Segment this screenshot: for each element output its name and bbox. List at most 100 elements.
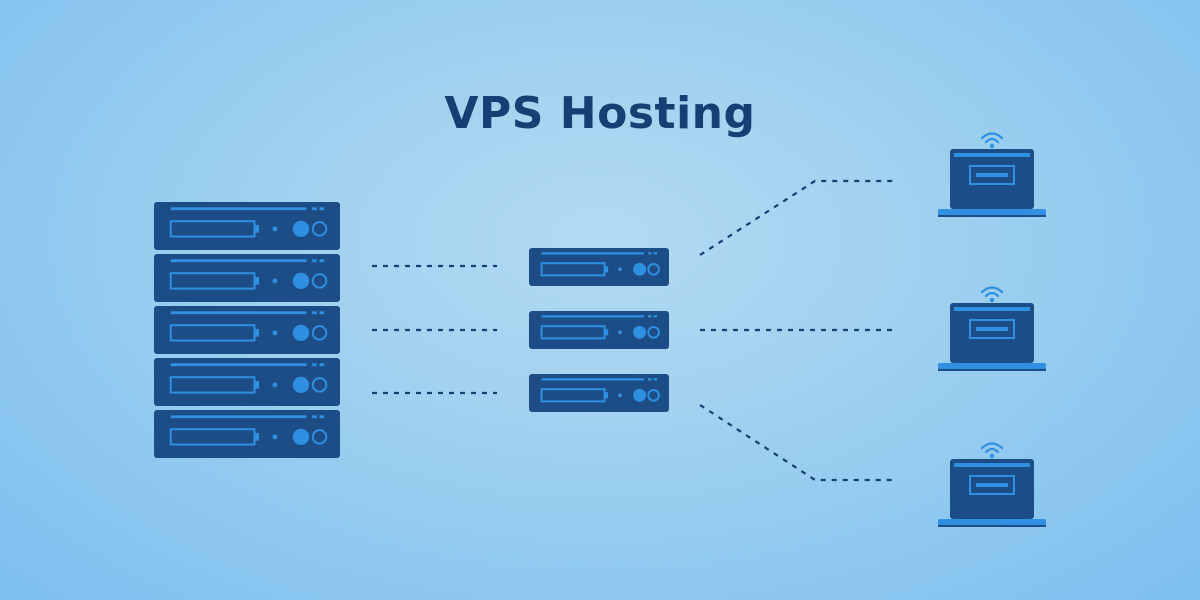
drive-slot-tab xyxy=(254,225,260,233)
diagram-title: VPS Hosting xyxy=(444,88,756,139)
laptop-window-line xyxy=(976,173,1008,177)
server-top-dot xyxy=(319,207,325,211)
server-top-bar xyxy=(541,252,644,255)
wifi-dot xyxy=(989,143,995,149)
rack-server-unit xyxy=(154,306,340,354)
client-laptops xyxy=(938,132,1046,527)
laptop-title-bar xyxy=(954,463,1030,467)
virtual-server xyxy=(529,311,669,349)
wifi-dot xyxy=(989,297,995,303)
rack-server-unit xyxy=(154,202,340,250)
laptop-screen xyxy=(950,459,1034,519)
laptop-icon xyxy=(938,442,1046,527)
server-body xyxy=(529,374,669,412)
connector-line xyxy=(699,179,893,256)
server-top-bar xyxy=(170,207,307,211)
server-top-bar xyxy=(170,363,307,367)
server-body xyxy=(154,410,340,458)
server-top-bar xyxy=(170,259,307,263)
drive-slot-tab xyxy=(604,392,609,399)
server-body xyxy=(529,248,669,286)
wifi-arc xyxy=(980,286,1004,294)
power-light xyxy=(292,220,310,238)
server-top-dot xyxy=(653,378,658,381)
power-button xyxy=(647,325,660,339)
status-light xyxy=(618,393,622,398)
server-top-dot xyxy=(653,252,658,255)
server-top-dot xyxy=(319,415,325,419)
virtual-server xyxy=(529,374,669,412)
power-light xyxy=(292,324,310,342)
laptop-screen xyxy=(950,149,1034,209)
laptop-base-edge xyxy=(938,525,1046,527)
power-button xyxy=(311,273,328,289)
laptop-base-edge xyxy=(938,215,1046,217)
laptop-window xyxy=(969,319,1015,339)
server-top-dot xyxy=(312,363,317,367)
server-body xyxy=(154,306,340,354)
laptop-window xyxy=(969,475,1015,495)
rack-server-unit xyxy=(154,254,340,302)
drive-slot-tab xyxy=(254,329,260,337)
server-body xyxy=(529,311,669,349)
server-top-dot xyxy=(648,252,652,255)
power-button xyxy=(311,429,328,445)
laptop-title-bar xyxy=(954,153,1030,157)
server-top-dot xyxy=(319,363,325,367)
wifi-icon xyxy=(980,286,1004,303)
drive-slot-tab xyxy=(254,433,260,441)
power-button xyxy=(647,388,660,402)
power-button xyxy=(311,377,328,393)
wifi-icon xyxy=(980,132,1004,149)
server-top-dot xyxy=(319,311,325,315)
status-light xyxy=(618,267,622,272)
power-light xyxy=(292,428,310,446)
server-top-dot xyxy=(648,315,652,318)
wifi-arc xyxy=(984,291,1000,298)
power-light xyxy=(633,388,647,402)
laptop-window-line xyxy=(976,327,1008,331)
status-light xyxy=(272,278,278,284)
server-top-bar xyxy=(541,315,644,318)
server-body xyxy=(154,254,340,302)
wifi-icon xyxy=(980,442,1004,459)
status-light xyxy=(272,330,278,336)
wifi-arc xyxy=(980,132,1004,140)
server-top-bar xyxy=(541,378,644,381)
physical-server-rack xyxy=(154,202,340,458)
laptop-screen xyxy=(950,303,1034,363)
power-button xyxy=(311,221,328,237)
server-body xyxy=(154,202,340,250)
connector-line xyxy=(699,404,893,482)
power-light xyxy=(292,272,310,290)
power-button xyxy=(311,325,328,341)
virtual-server xyxy=(529,248,669,286)
virtual-servers xyxy=(529,248,669,412)
power-button xyxy=(647,262,660,276)
laptop-base-edge xyxy=(938,369,1046,371)
laptop-window xyxy=(969,165,1015,185)
laptop-icon xyxy=(938,286,1046,371)
server-top-bar xyxy=(170,311,307,315)
server-top-dot xyxy=(312,259,317,263)
server-top-dot xyxy=(312,207,317,211)
wifi-arc xyxy=(984,137,1000,144)
drive-slot-tab xyxy=(254,277,260,285)
rack-server-unit xyxy=(154,410,340,458)
drive-slot-tab xyxy=(604,266,609,273)
rack-server-unit xyxy=(154,358,340,406)
server-top-dot xyxy=(648,378,652,381)
server-top-bar xyxy=(170,415,307,419)
status-light xyxy=(272,434,278,440)
wifi-arc xyxy=(984,447,1000,454)
power-light xyxy=(633,325,647,339)
server-top-dot xyxy=(653,315,658,318)
wifi-arc xyxy=(980,442,1004,450)
server-top-dot xyxy=(312,311,317,315)
laptop-title-bar xyxy=(954,307,1030,311)
status-light xyxy=(272,382,278,388)
server-body xyxy=(154,358,340,406)
drive-slot-tab xyxy=(604,329,609,336)
